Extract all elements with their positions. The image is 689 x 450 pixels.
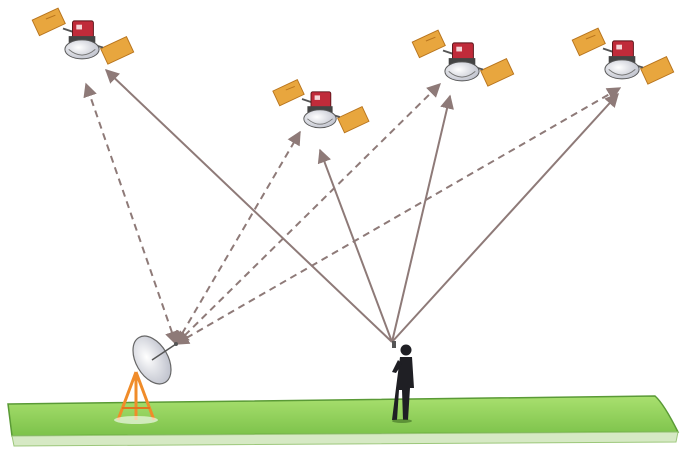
link-sat-2-to-user [317, 148, 393, 343]
link-sat-1-to-reference-station [83, 82, 179, 346]
link-sat-4-to-user [391, 92, 619, 343]
ground-edge [11, 431, 679, 447]
link-sat-4-to-reference-station [174, 87, 622, 345]
signal-links [83, 69, 622, 346]
satellite-3 [411, 29, 515, 88]
user-with-receiver [392, 341, 414, 423]
receiver-icon [392, 341, 396, 348]
satellite-1 [31, 7, 135, 66]
link-sat-3-to-user [391, 94, 454, 343]
dish-antenna-icon [132, 335, 178, 385]
person-icon [392, 344, 414, 423]
ground-plane [7, 395, 680, 437]
satellite-4 [571, 27, 675, 86]
reference-station [114, 335, 178, 424]
tripod-icon [114, 371, 158, 424]
satellite-2 [271, 78, 370, 134]
